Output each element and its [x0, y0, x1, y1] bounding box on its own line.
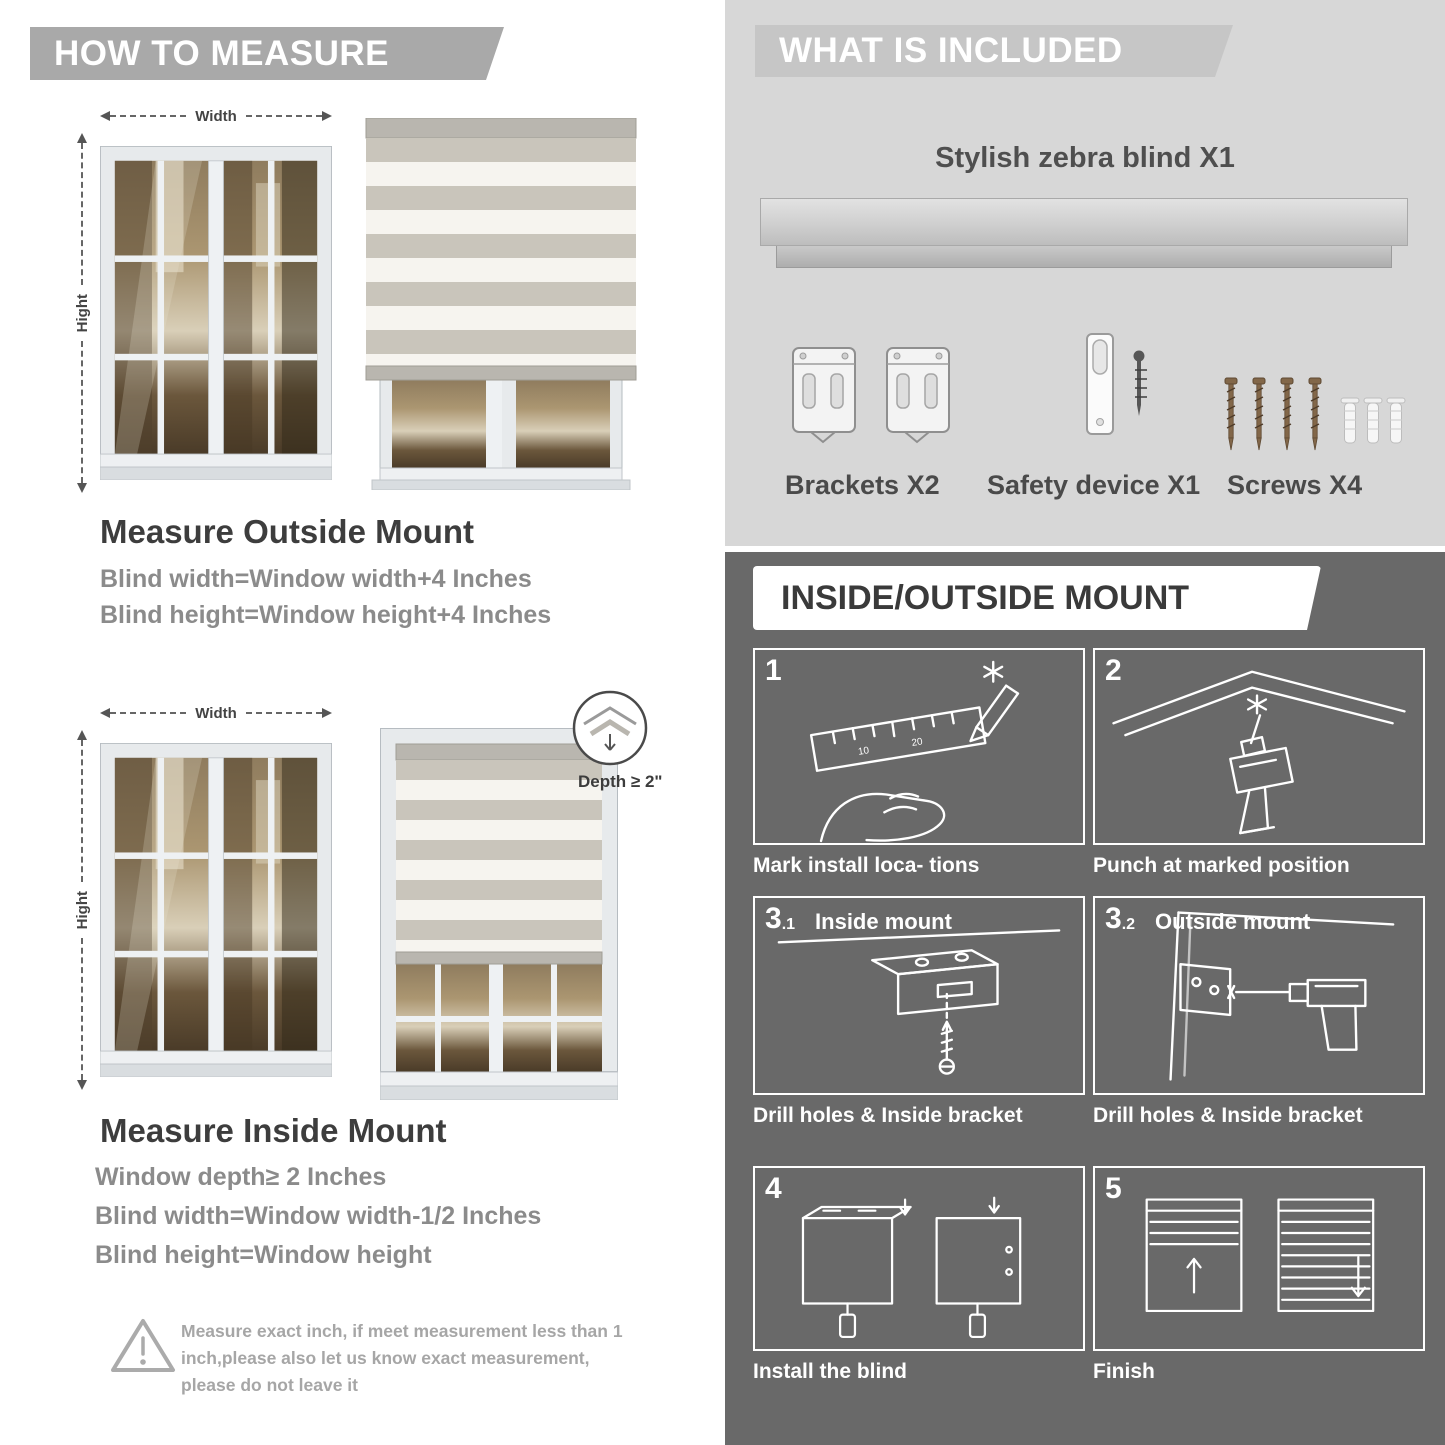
safety-device-illustration: [1086, 333, 1147, 435]
mount-instructions-section: INSIDE/OUTSIDE MOUNT 1: [725, 552, 1445, 1445]
step-number: 2: [1105, 654, 1122, 687]
outside-mount-formula-width: Blind width=Window width+4 Inches: [100, 565, 532, 593]
step-caption: Drill holes & Inside bracket: [753, 1104, 1023, 1127]
zebra-blind-inside-illustration: [380, 728, 618, 1100]
zebra-blind-outside-illustration: [365, 118, 637, 490]
arrow-up-icon: [77, 133, 87, 143]
mark-location-art: 10 20: [809, 660, 1020, 843]
width-label: Width: [195, 107, 237, 125]
step-caption: Install the blind: [753, 1360, 908, 1383]
arrow-left-icon: [100, 708, 110, 718]
inside-outside-mount-header: INSIDE/OUTSIDE MOUNT: [753, 566, 1321, 630]
inside-mount-title: Measure Inside Mount: [100, 1112, 447, 1149]
width-label: Width: [195, 704, 237, 722]
arrow-left-icon: [100, 111, 110, 121]
what-is-included-section: WHAT IS INCLUDED Stylish zebra blind X1: [725, 0, 1445, 546]
step-number: 3: [1105, 902, 1122, 935]
step-caption: Mark install loca- tions: [753, 854, 980, 877]
height-label: Hight: [73, 890, 91, 930]
step-caption: Punch at marked position: [1093, 854, 1350, 877]
step-title: Inside mount: [815, 909, 952, 934]
step-caption: Finish: [1093, 1360, 1155, 1383]
step-number: 1: [765, 654, 782, 687]
arrow-right-icon: [322, 111, 333, 121]
step-1-panel: 1 10: [753, 648, 1085, 845]
mount-header-title: INSIDE/OUTSIDE MOUNT: [781, 578, 1190, 617]
step-4-panel: 4: [753, 1166, 1085, 1351]
height-label: Hight: [73, 293, 91, 333]
outside-mount-formula-height: Blind height=Window height+4 Inches: [100, 601, 552, 629]
height-arrow-inside: Hight: [72, 730, 92, 1091]
drill-art: [1112, 670, 1406, 835]
height-arrow-outside: Hight: [72, 133, 92, 494]
arrow-right-icon: [322, 708, 333, 718]
brackets-illustration: [792, 347, 950, 443]
finish-art: [1145, 1198, 1375, 1313]
zebra-blind-label: Stylish zebra blind X1: [935, 142, 1235, 174]
step-3-2-panel: 3 .2 Outside mount: [1093, 896, 1425, 1095]
how-to-measure-title: HOW TO MEASURE: [54, 33, 389, 73]
headrail-illustration: [760, 198, 1408, 268]
safety-device-label: Safety device X1: [987, 470, 1201, 500]
step-3-1: 3 .1 Inside mount: [753, 896, 1085, 1128]
step-1: 1 10: [753, 648, 1085, 878]
step-3-1-panel: 3 .1 Inside mount: [753, 896, 1085, 1095]
install-blind-art: [801, 1196, 1022, 1339]
outside-mount-title: Measure Outside Mount: [100, 513, 475, 550]
step-4: 4: [753, 1166, 1085, 1384]
screws-illustration: [1224, 377, 1406, 451]
step-number: 4: [765, 1172, 782, 1205]
brackets-label: Brackets X2: [785, 470, 940, 500]
outside-bracket-art: [1169, 911, 1395, 1081]
depth-callout-circle: [572, 690, 648, 766]
headrail-bottom-bar: [776, 246, 1392, 268]
depth-callout-label: Depth ≥ 2": [578, 772, 663, 791]
svg-text:20: 20: [911, 736, 924, 749]
warning-icon: [111, 1319, 175, 1372]
inside-bracket-art: [777, 929, 1061, 1075]
inside-mount-formula-depth: Window depth≥ 2 Inches: [95, 1163, 387, 1191]
headrail-top-bar: [760, 198, 1408, 246]
svg-text:10: 10: [857, 745, 870, 758]
step-2: 2: [1093, 648, 1425, 878]
inside-mount-formula-width: Blind width=Window width-1/2 Inches: [95, 1202, 542, 1230]
arrow-down-icon: [77, 1080, 87, 1091]
what-is-included-banner: WHAT IS INCLUDED: [755, 25, 1233, 77]
inside-mount-formula-height: Blind height=Window height: [95, 1241, 432, 1269]
step-caption: Drill holes & Inside bracket: [1093, 1104, 1363, 1127]
screws-label: Screws X4: [1227, 470, 1363, 500]
step-3-2: 3 .2 Outside mount: [1093, 896, 1425, 1128]
step-2-panel: 2: [1093, 648, 1425, 845]
step-5: 5: [1093, 1166, 1425, 1384]
step-number: 3: [765, 902, 782, 935]
right-column: WHAT IS INCLUDED Stylish zebra blind X1: [725, 0, 1445, 1445]
step-title: Outside mount: [1155, 909, 1311, 934]
width-arrow-outside: Width: [100, 106, 333, 126]
step-5-panel: 5: [1093, 1166, 1425, 1351]
warning-text: Measure exact inch, if meet measurement …: [181, 1321, 623, 1396]
step-number: 5: [1105, 1172, 1122, 1205]
window-illustration-inside: [100, 730, 332, 1090]
what-is-included-title: WHAT IS INCLUDED: [779, 31, 1123, 70]
arrow-down-icon: [77, 483, 87, 494]
how-to-measure-banner: HOW TO MEASURE: [30, 27, 504, 80]
window-illustration-outside: [100, 133, 332, 493]
width-arrow-inside: Width: [100, 703, 333, 723]
arrow-up-icon: [77, 730, 87, 740]
